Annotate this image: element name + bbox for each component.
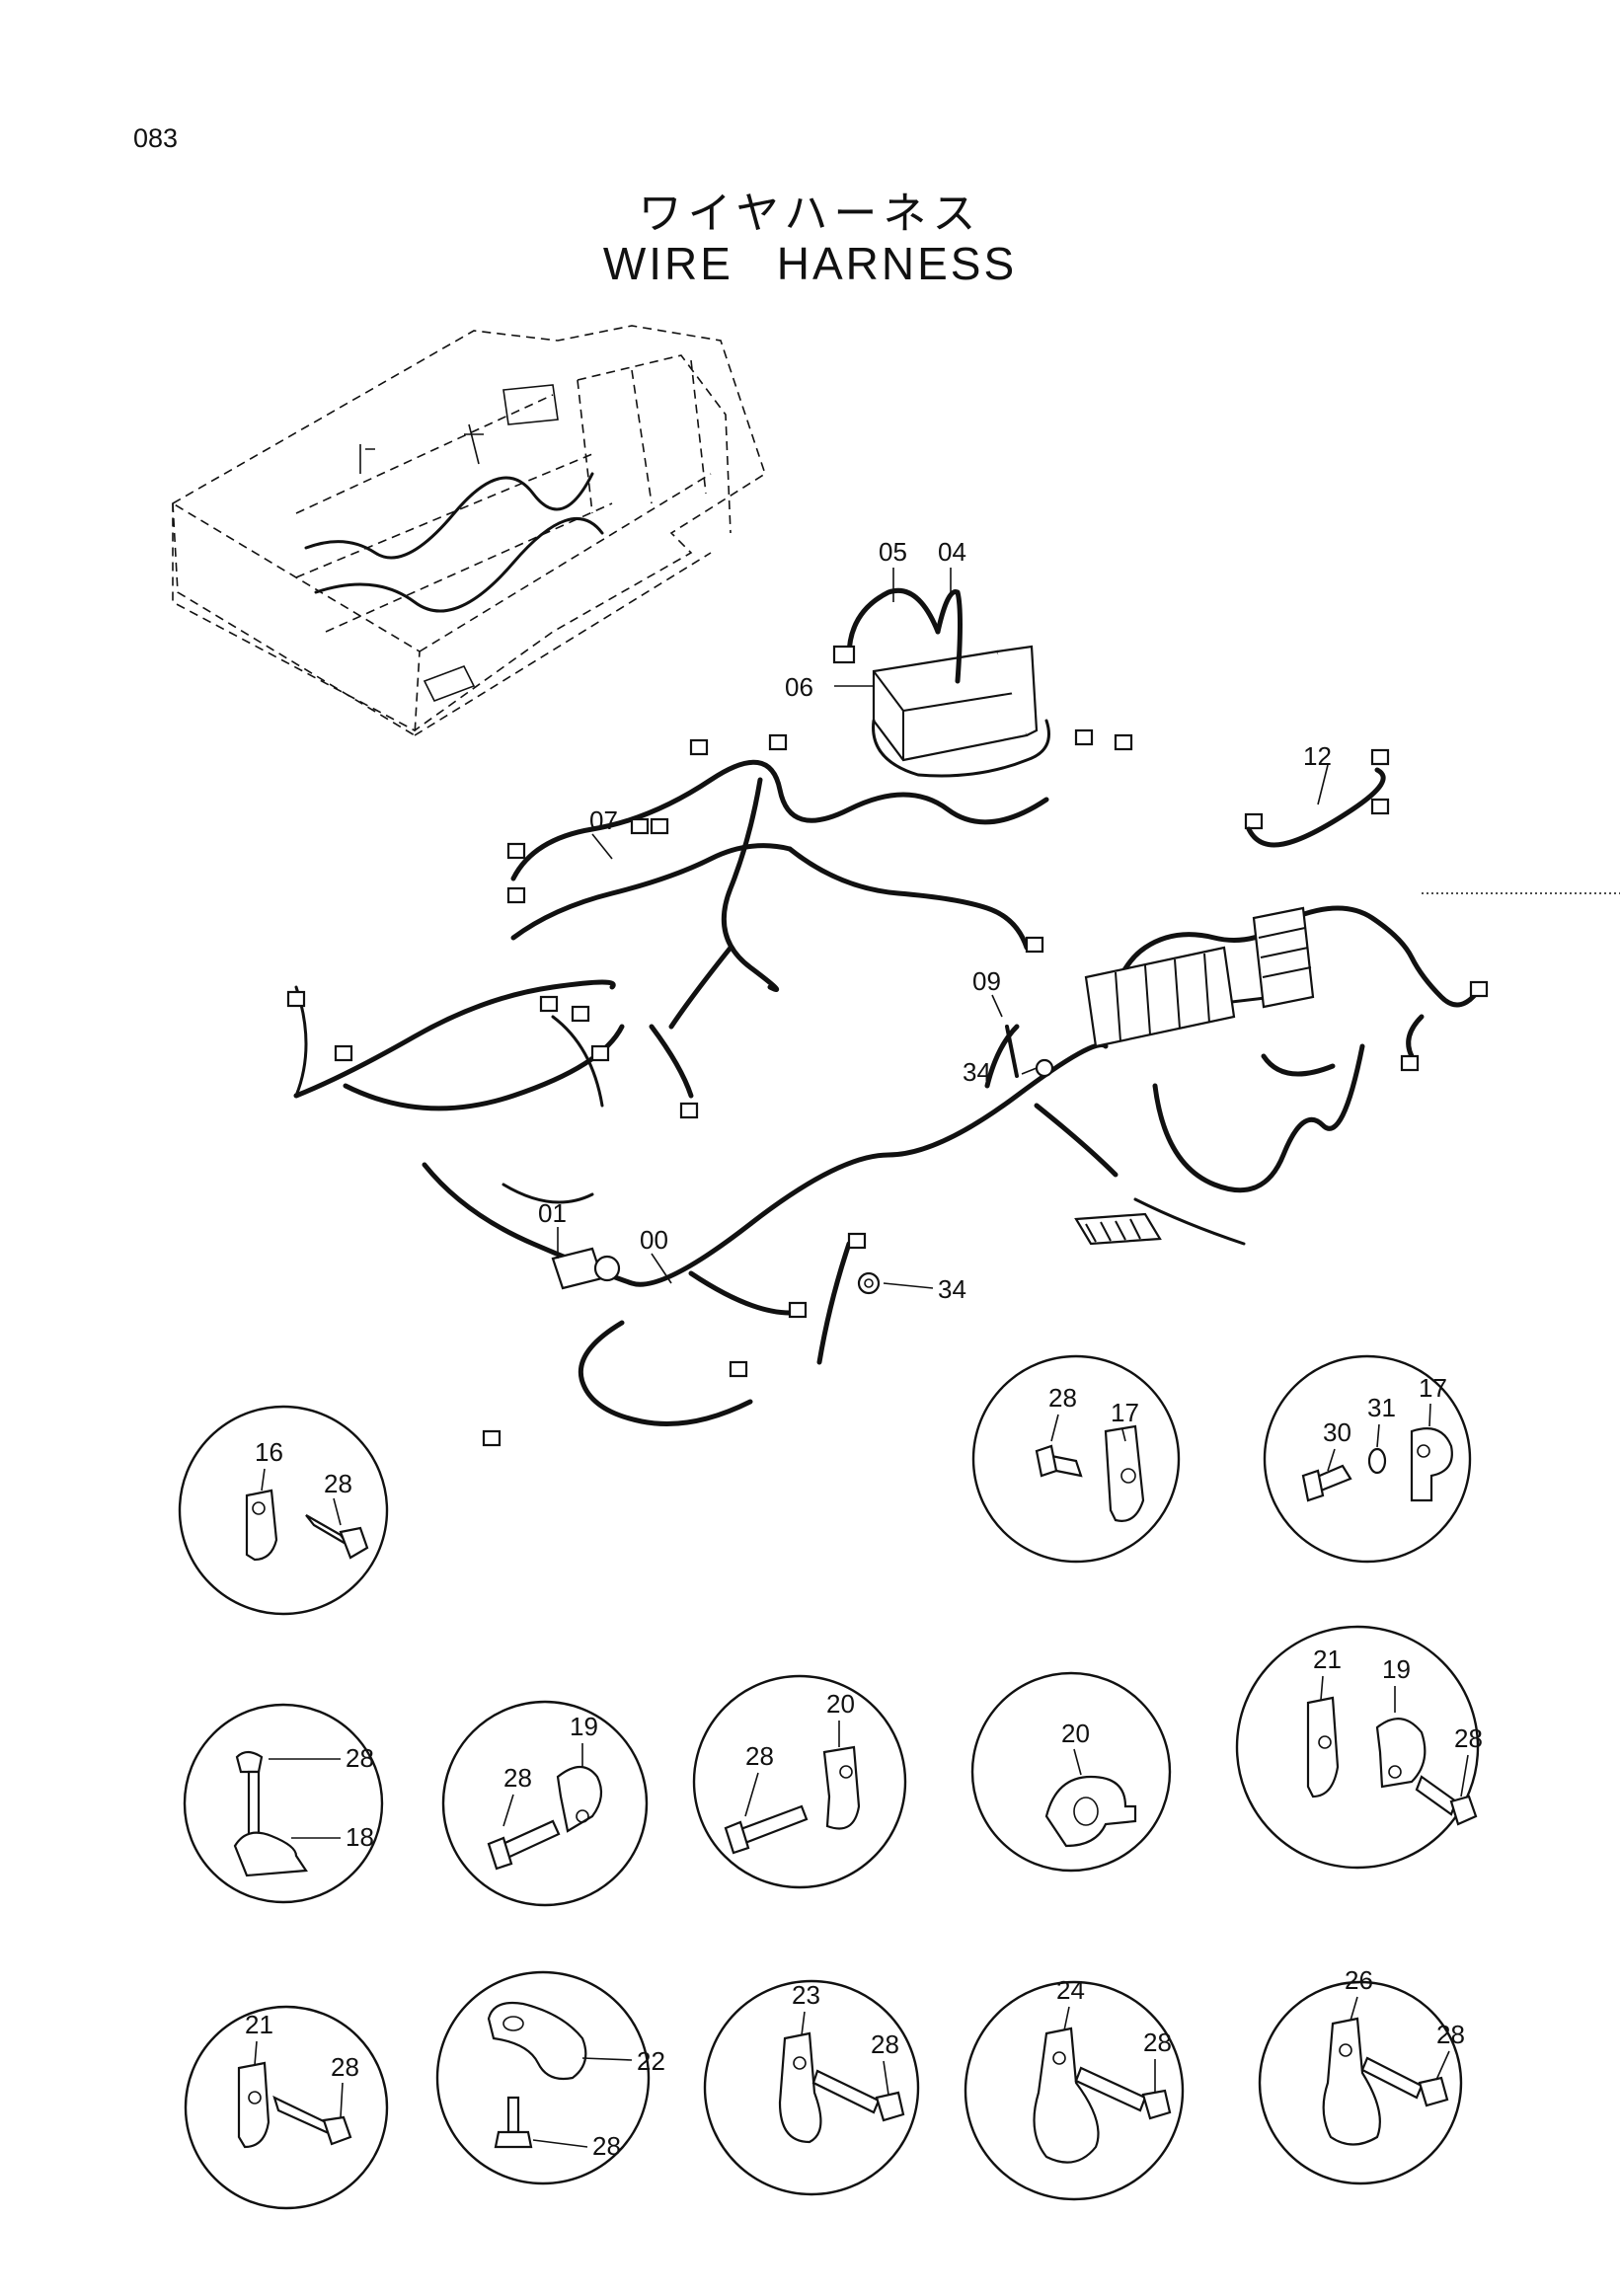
svg-text:22: 22 xyxy=(637,2046,665,2076)
detail-view-9: 21 28 xyxy=(184,2005,389,2210)
main-harness xyxy=(286,728,1489,1447)
detail-view-1: 16 28 xyxy=(178,1405,389,1616)
svg-text:23: 23 xyxy=(792,1980,820,2010)
battery-group xyxy=(832,588,1050,778)
title-japanese: ワイヤハーネス xyxy=(638,189,982,239)
svg-text:26: 26 xyxy=(1345,1965,1373,1995)
svg-text:28: 28 xyxy=(745,1741,774,1771)
svg-text:28: 28 xyxy=(331,2052,359,2082)
detail-view-2: 28 17 xyxy=(971,1354,1181,1564)
page-number: 083 xyxy=(133,123,179,153)
callout-34: 34 xyxy=(963,1057,991,1087)
callout-12: 12 xyxy=(1303,741,1332,771)
callout-01: 01 xyxy=(538,1198,567,1228)
svg-text:30: 30 xyxy=(1323,1417,1351,1447)
svg-text:31: 31 xyxy=(1367,1393,1396,1422)
title-english: WIRE HARNESS xyxy=(602,238,1018,289)
detail-view-11: 23 28 xyxy=(703,1979,920,2196)
relay-block xyxy=(1084,906,1315,1048)
detail-view-6: 28 20 xyxy=(692,1674,907,1889)
svg-text:19: 19 xyxy=(570,1712,598,1741)
callout-34b: 34 xyxy=(938,1274,966,1304)
detail-view-7: 20 xyxy=(970,1671,1172,1873)
callout-labels: 04 05 06 07 12 09 34 01 00 34 xyxy=(538,537,1332,1304)
svg-text:28: 28 xyxy=(592,2131,621,2161)
machine-overview xyxy=(172,325,766,737)
detail-view-5: 28 19 xyxy=(441,1700,649,1907)
svg-text:28: 28 xyxy=(1436,2020,1465,2049)
callout-04: 04 xyxy=(938,537,966,567)
detail-view-13: 26 28 xyxy=(1258,1965,1465,2185)
detail-view-10: 22 28 xyxy=(435,1970,665,2185)
callout-leaders xyxy=(557,568,1620,1289)
callout-07: 07 xyxy=(589,805,618,835)
callout-00: 00 xyxy=(640,1225,668,1255)
svg-text:28: 28 xyxy=(1454,1723,1483,1753)
svg-text:28: 28 xyxy=(324,1469,352,1498)
svg-text:28: 28 xyxy=(346,1743,374,1773)
svg-text:28: 28 xyxy=(871,2029,899,2059)
callout-05: 05 xyxy=(879,537,907,567)
svg-text:28: 28 xyxy=(1143,2028,1172,2057)
callout-06: 06 xyxy=(785,672,813,702)
svg-text:21: 21 xyxy=(1313,1645,1342,1674)
svg-text:20: 20 xyxy=(1061,1719,1090,1748)
svg-text:20: 20 xyxy=(826,1689,855,1719)
svg-text:28: 28 xyxy=(503,1763,532,1793)
callout-09: 09 xyxy=(972,966,1001,996)
svg-text:16: 16 xyxy=(255,1437,283,1467)
svg-text:19: 19 xyxy=(1382,1654,1411,1684)
svg-text:24: 24 xyxy=(1056,1975,1085,2005)
svg-text:17: 17 xyxy=(1419,1373,1447,1403)
svg-text:17: 17 xyxy=(1111,1398,1139,1427)
svg-text:21: 21 xyxy=(245,2010,273,2039)
detail-view-12: 24 28 xyxy=(964,1975,1185,2201)
svg-text:18: 18 xyxy=(346,1822,374,1852)
detail-view-4: 28 18 xyxy=(183,1703,384,1904)
detail-view-8: 21 19 28 xyxy=(1235,1625,1483,1870)
detail-view-3: 30 31 17 xyxy=(1263,1354,1472,1564)
svg-text:28: 28 xyxy=(1048,1383,1077,1413)
